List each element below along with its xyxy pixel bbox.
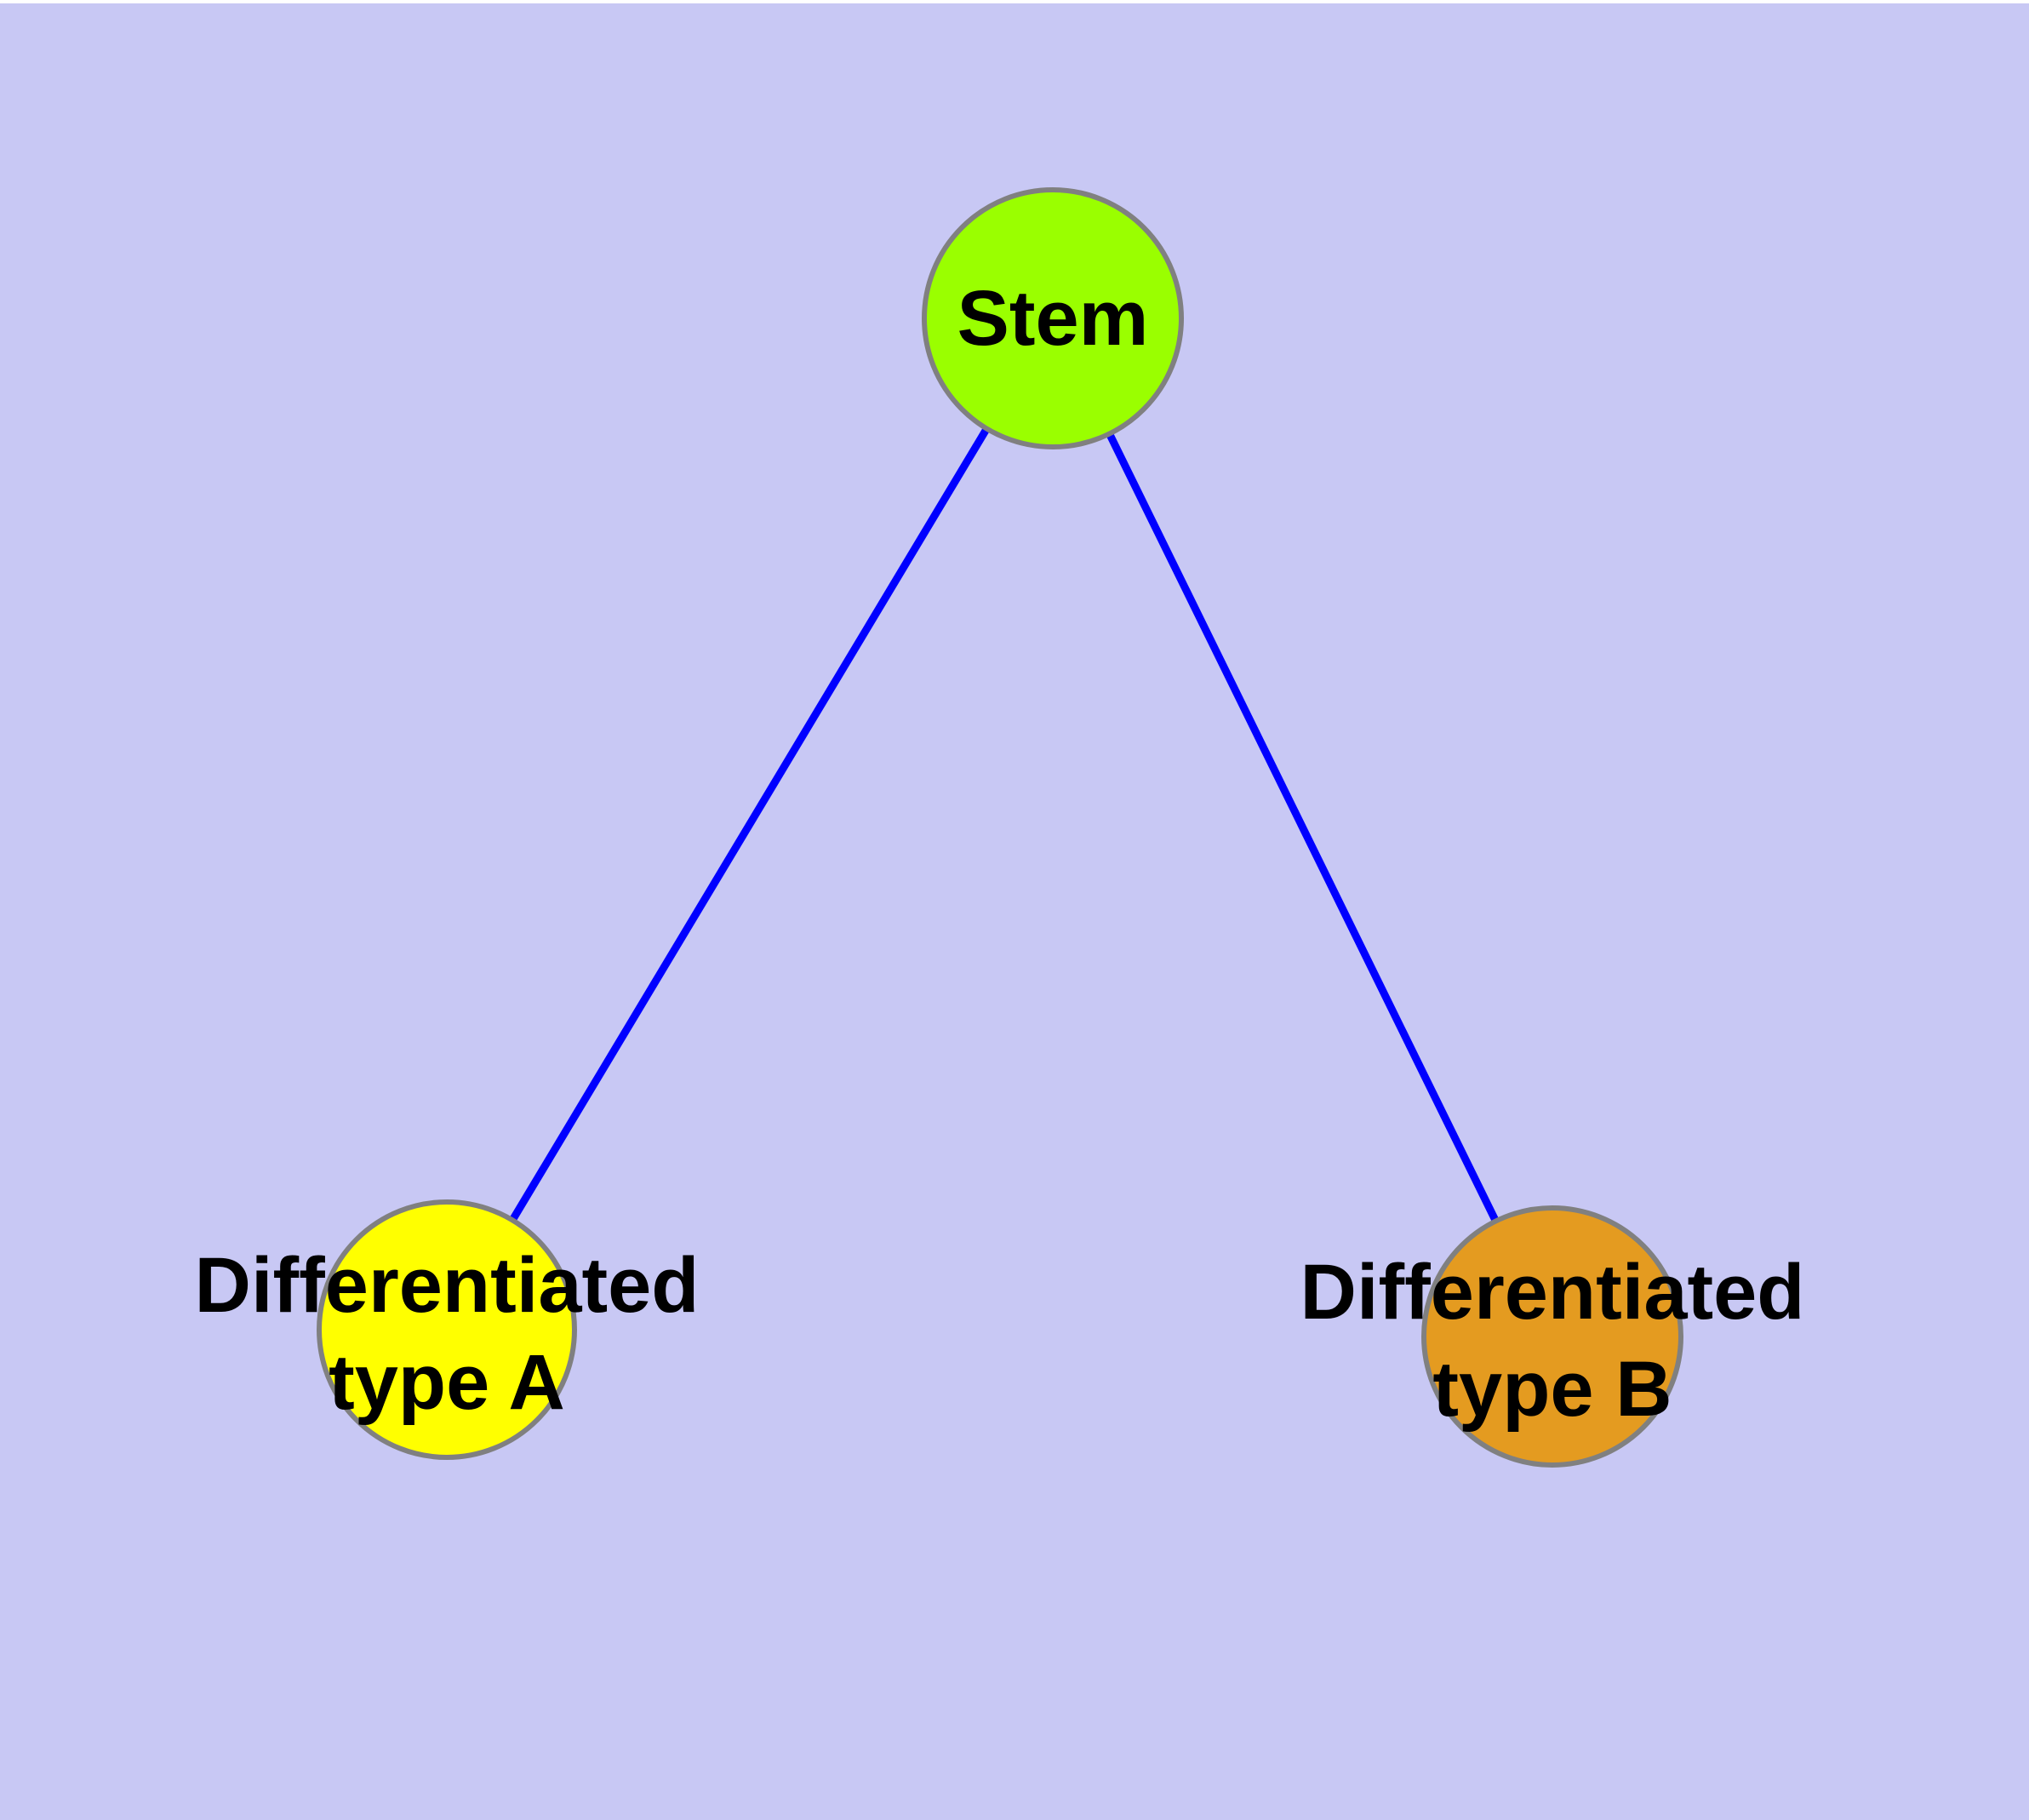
node-stem: Stem (922, 187, 1184, 449)
node-type-a-circle (317, 1199, 577, 1460)
node-stem-label: Stem (957, 275, 1149, 362)
edge-stem-to-type-b (1049, 317, 1557, 1338)
node-type-b-label-line2: type B (1432, 1346, 1672, 1433)
node-type-b-label-line1: Differentiated (1300, 1249, 1805, 1336)
node-type-a-label-line2: type A (329, 1339, 565, 1426)
node-type-b-circle (1421, 1205, 1683, 1468)
node-stem-circle (922, 187, 1184, 449)
edge-stem-to-type-a (443, 316, 1056, 1332)
node-type-a-label-line1: Differentiated (195, 1242, 700, 1329)
node-differentiated-type-b: Differentiated type B (1300, 1205, 1805, 1468)
node-differentiated-type-a: Differentiated type A (195, 1199, 700, 1460)
